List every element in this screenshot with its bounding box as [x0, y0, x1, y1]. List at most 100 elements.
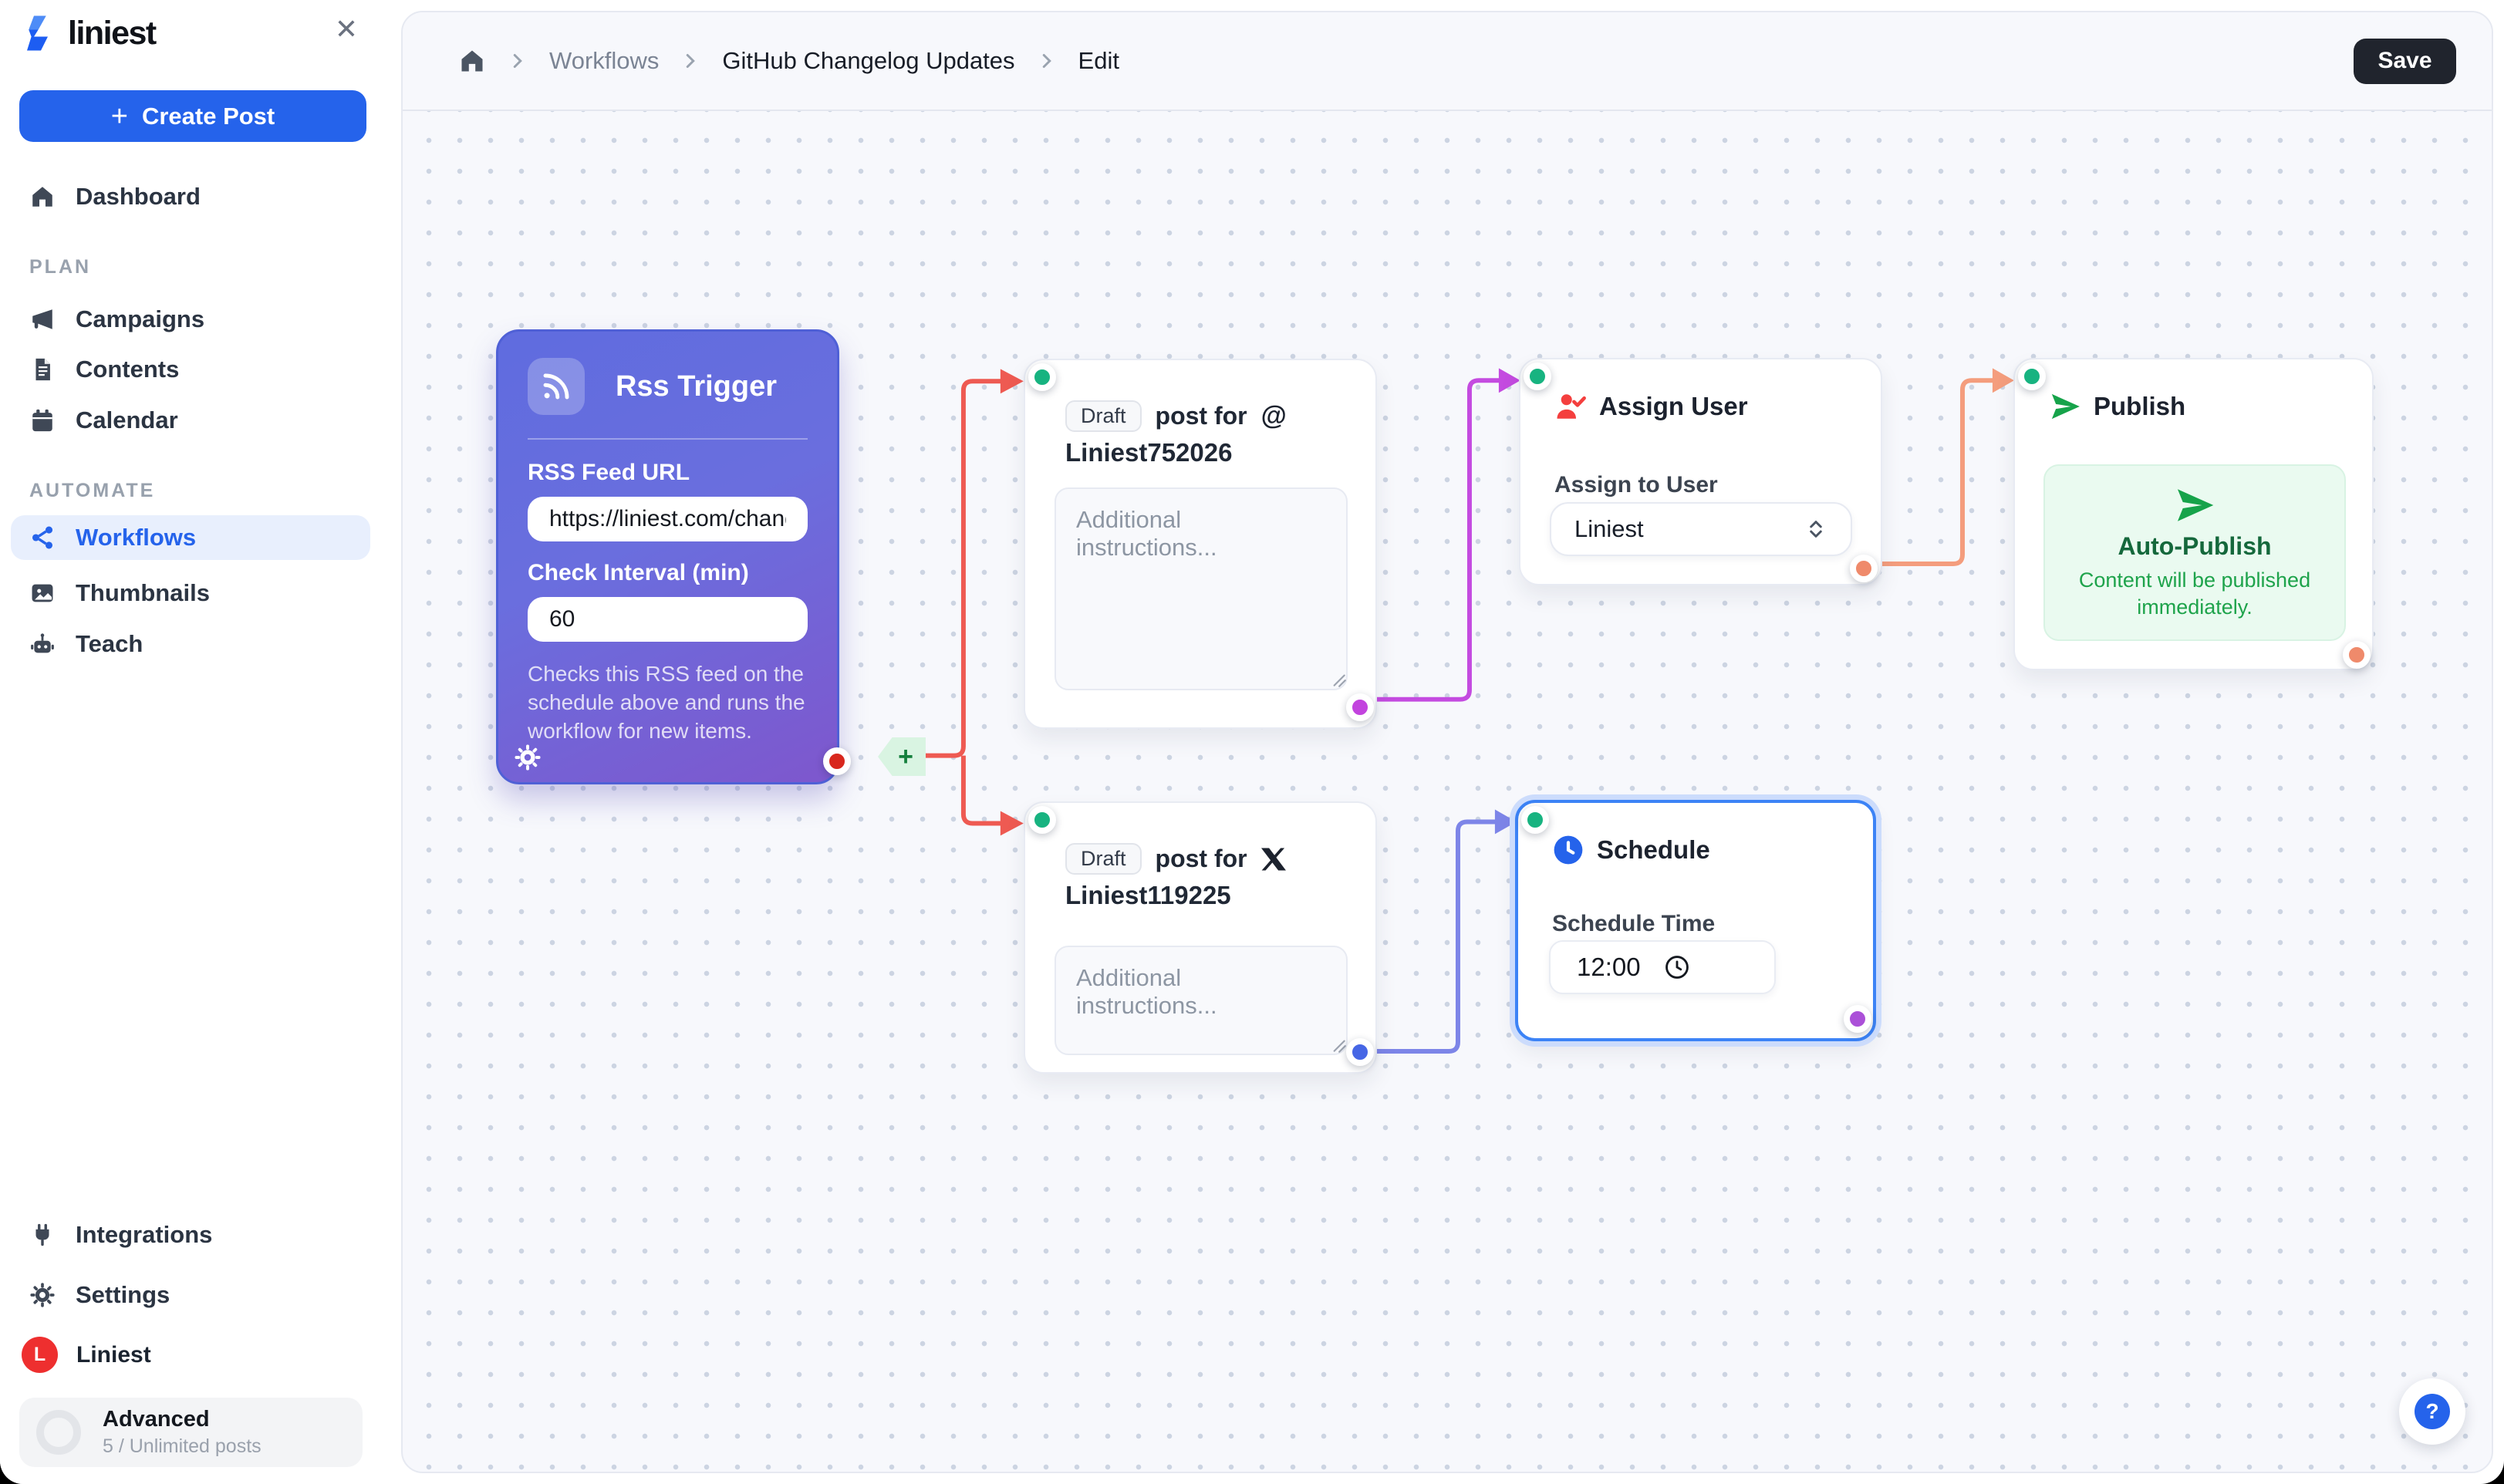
question-mark-icon: ?	[2415, 1394, 2450, 1429]
user-check-icon	[1557, 394, 1586, 419]
output-handle[interactable]	[823, 747, 851, 775]
profile-button[interactable]: L Liniest	[22, 1337, 151, 1373]
sidebar-item-dashboard[interactable]: Dashboard	[11, 174, 370, 219]
section-automate: AUTOMATE	[29, 480, 156, 501]
logo-text: liniest	[68, 14, 157, 52]
sidebar-item-label: Calendar	[76, 406, 178, 433]
input-handle[interactable]	[1028, 806, 1056, 834]
node-schedule[interactable]: Schedule Schedule Time 12:00	[1515, 800, 1876, 1041]
send-icon	[2177, 489, 2214, 521]
input-handle[interactable]	[1524, 363, 1551, 390]
document-icon	[35, 358, 50, 381]
node-title: Publish	[2094, 392, 2186, 420]
plan-usage: 5 / Unlimited posts	[103, 1435, 262, 1457]
status-badge: Draft	[1065, 843, 1142, 875]
plan-name: Advanced	[103, 1407, 210, 1432]
input-handle[interactable]	[1521, 806, 1549, 834]
status-badge: Draft	[1065, 400, 1142, 432]
feed-url-input[interactable]	[528, 497, 808, 541]
input-handle[interactable]	[1028, 363, 1056, 391]
rss-icon-tile	[528, 358, 585, 415]
selected-user: Liniest	[1574, 515, 1644, 542]
sidebar-item-label: Integrations	[76, 1221, 213, 1248]
node-title: Rss Trigger	[615, 369, 778, 403]
breadcrumb-home-icon[interactable]	[458, 47, 486, 75]
output-handle[interactable]	[1850, 555, 1878, 582]
sidebar-item-contents[interactable]: Contents	[11, 347, 370, 392]
help-button[interactable]: ?	[2399, 1378, 2465, 1445]
sidebar-item-label: Dashboard	[76, 183, 201, 210]
clock-icon	[1554, 835, 1583, 865]
plug-icon	[35, 1223, 49, 1246]
node-draft-x[interactable]: Draft post for Liniest119225	[1024, 801, 1377, 1074]
node-title: post for	[1155, 402, 1247, 430]
plan-usage-card[interactable]: Advanced 5 / Unlimited posts	[19, 1398, 363, 1467]
sidebar-item-label: Workflows	[76, 524, 197, 551]
schedule-time-label: Schedule Time	[1552, 911, 1716, 936]
workflow-icon	[32, 526, 53, 549]
divider	[528, 438, 808, 440]
node-publish[interactable]: Publish Auto-Publish Content will be pub…	[2013, 358, 2374, 670]
chevron-right-icon	[513, 54, 522, 68]
auto-publish-text: Content will be published immediately.	[2078, 568, 2311, 619]
chevron-right-icon	[1042, 54, 1051, 68]
input-handle[interactable]	[2018, 363, 2046, 390]
sidebar-item-settings[interactable]: Settings	[11, 1273, 370, 1317]
sidebar-item-teach[interactable]: Teach	[11, 622, 370, 666]
robot-icon	[31, 633, 54, 653]
chevron-up-down-icon	[1810, 521, 1822, 538]
rss-icon	[543, 373, 569, 400]
sidebar-item-label: Campaigns	[76, 305, 205, 332]
sidebar-item-integrations[interactable]: Integrations	[11, 1212, 370, 1257]
sidebar-item-thumbnails[interactable]: Thumbnails	[11, 571, 370, 616]
sidebar-item-label: Thumbnails	[76, 579, 210, 606]
node-draft-threads[interactable]: Draft post for @ Liniest752026	[1024, 359, 1377, 729]
close-sidebar-icon[interactable]: ✕	[334, 13, 358, 45]
instructions-textarea[interactable]	[1055, 946, 1348, 1055]
interval-label: Check Interval (min)	[528, 560, 749, 585]
instructions-textarea[interactable]	[1055, 487, 1348, 690]
assign-to-user-label: Assign to User	[1554, 472, 1718, 497]
breadcrumb-edit[interactable]: Edit	[1078, 47, 1119, 74]
output-handle[interactable]	[1346, 1038, 1374, 1066]
workflow-editor-panel: Workflows GitHub Changelog Updates Edit …	[401, 11, 2493, 1473]
auto-publish-title: Auto-Publish	[2118, 531, 2272, 560]
sidebar-item-calendar[interactable]: Calendar	[11, 398, 370, 443]
output-handle[interactable]	[1844, 1005, 1871, 1033]
rss-description: Checks this RSS feed on the schedule abo…	[528, 662, 805, 743]
sidebar-item-label: Teach	[76, 630, 143, 657]
image-icon	[32, 584, 53, 602]
sidebar-item-campaigns[interactable]: Campaigns	[11, 297, 370, 342]
sidebar-item-workflows[interactable]: Workflows	[11, 515, 370, 560]
sidebar-item-label: Contents	[76, 356, 180, 383]
logo: liniest	[20, 12, 157, 54]
save-button[interactable]: Save	[2354, 38, 2456, 84]
node-title: post for	[1155, 845, 1247, 872]
time-value: 12:00	[1577, 953, 1641, 981]
create-post-button[interactable]: + Create Post	[19, 90, 366, 142]
threads-icon: @	[1260, 401, 1287, 430]
output-handle[interactable]	[2343, 641, 2371, 669]
output-handle[interactable]	[1346, 693, 1374, 721]
breadcrumb-bar: Workflows GitHub Changelog Updates Edit …	[403, 12, 2492, 111]
feed-url-label: RSS Feed URL	[528, 460, 690, 485]
liniest-logo-icon	[27, 15, 48, 51]
breadcrumb-workflow-name[interactable]: GitHub Changelog Updates	[722, 47, 1015, 74]
interval-input[interactable]	[528, 597, 808, 642]
user-select[interactable]: Liniest	[1550, 502, 1852, 556]
x-platform-icon	[1260, 848, 1286, 870]
create-post-label: Create Post	[141, 102, 275, 130]
sidebar: liniest ✕ + Create Post Dashboard PLAN C…	[0, 0, 381, 1484]
node-settings-gear-icon[interactable]	[514, 744, 542, 771]
node-rss-trigger[interactable]: Rss Trigger RSS Feed URL Check Interval …	[496, 329, 851, 784]
gear-icon	[30, 1283, 55, 1307]
time-input[interactable]: 12:00	[1549, 940, 1776, 994]
node-assign-user[interactable]: Assign User Assign to User Liniest	[1519, 358, 1882, 585]
breadcrumb-workflows[interactable]: Workflows	[549, 47, 660, 74]
canvas[interactable]	[403, 111, 2492, 1472]
sidebar-item-label: Settings	[76, 1281, 170, 1308]
plus-icon: +	[110, 99, 128, 133]
chevron-right-icon	[687, 54, 696, 68]
home-icon	[32, 187, 52, 207]
